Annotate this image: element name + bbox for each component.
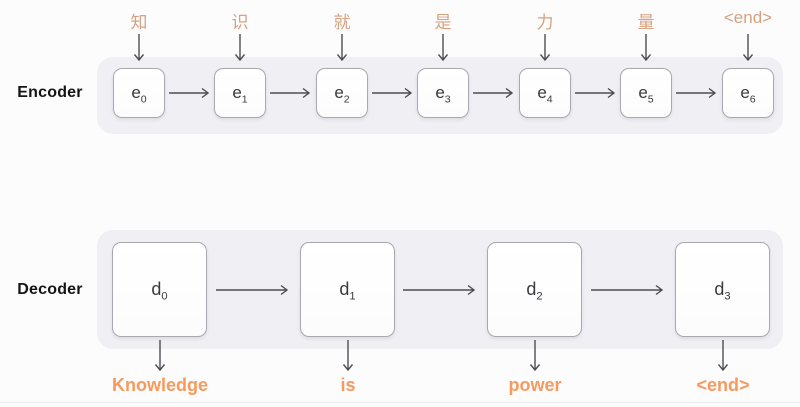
input-token-4: 力 <box>536 13 554 32</box>
encoder-section-label: Encoder <box>17 84 83 101</box>
arrow-right-icon <box>591 283 665 297</box>
arrow-right-icon <box>403 283 477 297</box>
arrow-down-icon <box>528 340 542 373</box>
arrow-down-icon <box>716 340 730 373</box>
bottom-divider <box>0 402 800 403</box>
input-token-2: 就 <box>333 13 351 32</box>
arrow-down-icon <box>153 340 167 373</box>
arrow-down-icon <box>538 34 552 63</box>
arrow-down-icon <box>639 34 653 63</box>
output-token-3: <end> <box>696 375 750 395</box>
output-token-1: is <box>340 375 356 395</box>
input-token-0: 知 <box>130 13 148 32</box>
input-token-6: <end> <box>723 8 773 27</box>
arrow-down-icon <box>741 34 755 63</box>
output-token-2: power <box>508 375 562 395</box>
arrow-right-icon <box>473 86 515 100</box>
encoder-cell-e4: e4 <box>519 68 571 118</box>
decoder-section-label: Decoder <box>17 281 83 298</box>
decoder-cell-d2: d2 <box>487 242 582 337</box>
arrow-down-icon <box>335 34 349 63</box>
encoder-cell-e0: e0 <box>113 68 165 118</box>
input-token-1: 识 <box>231 13 249 32</box>
arrow-right-icon <box>270 86 312 100</box>
decoder-cell-d1: d1 <box>300 242 395 337</box>
arrow-right-icon <box>372 86 414 100</box>
arrow-down-icon <box>132 34 146 63</box>
decoder-cell-d3: d3 <box>675 242 770 337</box>
arrow-down-icon <box>436 34 450 63</box>
arrow-right-icon <box>575 86 617 100</box>
encoder-cell-e2: e2 <box>316 68 368 118</box>
arrow-right-icon <box>216 283 290 297</box>
arrow-down-icon <box>341 340 355 373</box>
encoder-cell-e5: e5 <box>620 68 672 118</box>
encoder-cell-e3: e3 <box>417 68 469 118</box>
decoder-cell-d0: d0 <box>112 242 207 337</box>
arrow-right-icon <box>676 86 718 100</box>
encoder-cell-e6: e6 <box>722 68 774 118</box>
arrow-right-icon <box>169 86 211 100</box>
arrow-down-icon <box>233 34 247 63</box>
output-token-0: Knowledge <box>111 375 208 395</box>
input-token-3: 是 <box>434 13 452 32</box>
encoder-cell-e1: e1 <box>214 68 266 118</box>
input-token-5: 量 <box>637 13 655 32</box>
